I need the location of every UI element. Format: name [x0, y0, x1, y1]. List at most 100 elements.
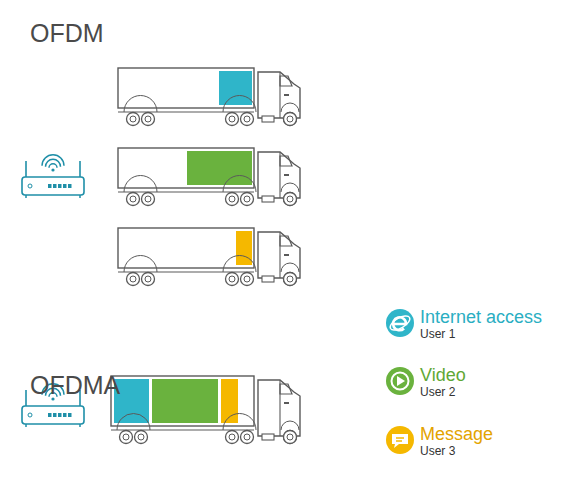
legend-swatch: [386, 367, 414, 395]
legend-swatch: [386, 309, 414, 337]
legend-icon: [386, 367, 414, 395]
cab-door: [279, 232, 280, 278]
wheel-hub: [229, 196, 235, 202]
play-ring: [392, 373, 409, 390]
port: [58, 184, 62, 188]
wifi-arc: [42, 155, 64, 166]
wheel-hub: [130, 116, 136, 122]
trailer: [118, 68, 254, 108]
cargo-block: [152, 379, 218, 423]
antenna: [79, 161, 81, 177]
wheel-hub: [130, 276, 136, 282]
wheel: [241, 113, 254, 126]
wheel: [120, 431, 133, 444]
cab: [258, 380, 300, 436]
wifi-dot: [51, 168, 54, 171]
wheel-arch: [124, 256, 157, 273]
cab: [258, 232, 300, 278]
router-body: [22, 406, 84, 424]
wheel: [284, 113, 297, 126]
wheel-arch: [223, 176, 256, 193]
wheel-arch: [124, 176, 157, 193]
wheel-hub: [145, 196, 151, 202]
wheel-arch: [223, 256, 256, 273]
cab-door: [279, 152, 280, 198]
wheel: [284, 113, 297, 126]
cab-window: [280, 156, 292, 166]
legend-label: Internet access: [420, 308, 542, 328]
door-handle: [284, 402, 289, 404]
wheel-hub: [287, 434, 293, 440]
wheel: [135, 431, 148, 444]
wheel-hub: [244, 196, 250, 202]
wheel: [142, 273, 155, 286]
wheel: [226, 273, 239, 286]
wheel: [284, 431, 297, 444]
chat-line: [396, 440, 402, 442]
cargo-block: [236, 231, 252, 265]
cab-window: [280, 236, 292, 246]
wheel-hub: [138, 434, 144, 440]
fuel-tank: [262, 276, 274, 282]
wheel-hub: [244, 116, 250, 122]
cab: [258, 152, 300, 198]
wheel-arch: [281, 103, 299, 112]
wifi-arc: [46, 159, 61, 167]
wheel: [226, 113, 239, 126]
router-body: [22, 177, 84, 195]
truck: [118, 148, 300, 206]
port: [53, 184, 57, 188]
wheel-arch: [281, 183, 299, 192]
port: [63, 413, 67, 417]
door-handle: [284, 174, 289, 176]
wheel-hub: [287, 276, 293, 282]
wheel: [284, 431, 297, 444]
port: [53, 413, 57, 417]
wheel: [241, 431, 254, 444]
cargo-block: [219, 71, 252, 105]
wheel-arch: [223, 96, 256, 113]
wheel: [127, 193, 140, 206]
wheel-hub: [287, 116, 293, 122]
cargo-block: [187, 151, 252, 185]
legend-icon: [386, 426, 414, 454]
chat-line: [396, 437, 404, 439]
router-foot: [79, 195, 81, 198]
wheel-hub: [229, 116, 235, 122]
wheel: [284, 193, 297, 206]
legend-label: Message: [420, 425, 493, 445]
wheel: [284, 193, 297, 206]
trailer: [111, 376, 254, 426]
cab-window: [280, 76, 292, 86]
router-foot: [25, 424, 27, 427]
wheel-hub: [130, 196, 136, 202]
wheel-hub: [244, 276, 250, 282]
trailer: [118, 148, 254, 188]
user-label: User 2: [420, 386, 455, 399]
wheel-arch: [223, 414, 256, 431]
wheel: [284, 273, 297, 286]
wheel-hub: [287, 196, 293, 202]
play-glyph: [397, 376, 405, 386]
truck: [118, 228, 300, 286]
port: [48, 184, 52, 188]
led: [28, 184, 32, 188]
user-label: User 3: [420, 445, 455, 458]
wheel-arch: [117, 414, 150, 430]
heading: OFDMA: [30, 372, 120, 400]
wheel: [226, 431, 239, 444]
port: [68, 413, 72, 417]
cab-window: [280, 384, 292, 394]
door-handle: [284, 254, 289, 256]
wheel: [127, 273, 140, 286]
truck: [118, 68, 300, 126]
chat-glyph: [392, 434, 408, 448]
port: [63, 184, 67, 188]
antenna: [25, 161, 27, 177]
user-label: User 1: [420, 328, 455, 341]
wheel-arch: [281, 263, 299, 272]
port: [48, 413, 52, 417]
port: [68, 184, 72, 188]
legend-swatch: [386, 426, 414, 454]
port: [58, 413, 62, 417]
